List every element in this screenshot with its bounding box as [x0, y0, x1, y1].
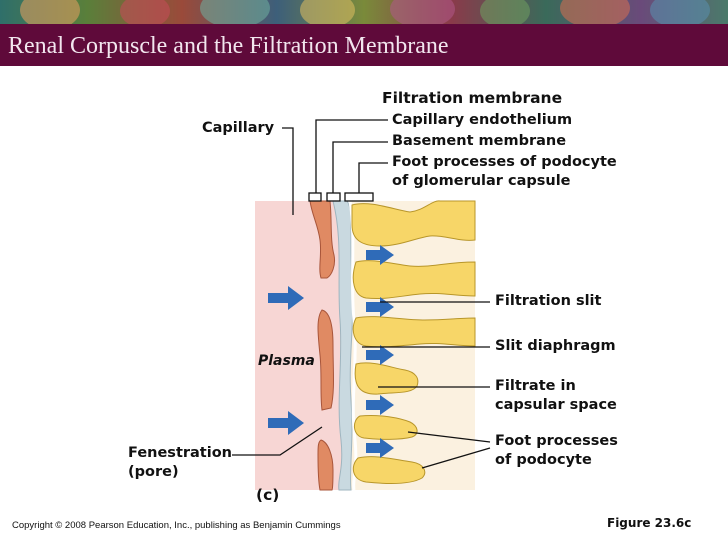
endothelium-segment-1: [309, 200, 335, 279]
fenestration-label-1: Fenestration: [128, 445, 232, 461]
arrow-plasma-2: [268, 411, 304, 435]
leader-basement: [332, 141, 388, 193]
filtrate-label-2: capsular space: [495, 397, 617, 413]
foot-processes-podocyte-label-2: of podocyte: [495, 452, 592, 468]
arrow-capsule-1: [366, 245, 394, 265]
filtration-membrane-label: Filtration membrane: [382, 89, 563, 107]
filtrate-label-1: Filtrate in: [495, 378, 576, 394]
copyright-notice: Copyright © 2008 Pearson Education, Inc.…: [12, 520, 341, 531]
panel-label: (c): [256, 486, 280, 504]
leader-foot-2: [421, 447, 491, 469]
capillary-label: Capillary: [202, 120, 275, 136]
leader-foot-1: [407, 431, 491, 443]
podocyte-foot-2: [352, 260, 476, 299]
basement-bracket: [326, 192, 341, 202]
podocyte-foot-4: [354, 362, 419, 395]
leader-fenestration: [232, 426, 323, 456]
leader-endothelium: [315, 119, 388, 193]
figure-number: Figure 23.6c: [607, 516, 692, 530]
arrow-capsule-5: [366, 438, 394, 458]
fenestration-label-2: (pore): [128, 464, 179, 480]
podocyte-bracket: [344, 192, 374, 202]
podocyte-foot-1: [351, 200, 476, 247]
foot-processes-podocyte-label-1: Foot processes: [495, 433, 618, 449]
leader-podocyte: [358, 162, 388, 193]
capillary-endothelium-label: Capillary endothelium: [392, 112, 573, 128]
podocyte-foot-6: [352, 456, 426, 484]
plasma-label: Plasma: [258, 353, 315, 369]
arrow-capsule-3: [366, 345, 394, 365]
foot-processes-capsule-label-2: of glomerular capsule: [392, 173, 571, 189]
arrow-plasma-1: [268, 286, 304, 310]
endothelium-segment-2: [317, 309, 334, 411]
leader-capillary: [282, 127, 294, 215]
endothelium-bracket: [308, 192, 322, 202]
podocyte-foot-5: [354, 415, 418, 440]
slide-title: Renal Corpuscle and the Filtration Membr…: [8, 33, 449, 59]
header-decorative-banner: [0, 0, 728, 24]
endothelium-segment-3: [317, 439, 334, 491]
filtration-slit-label: Filtration slit: [495, 293, 602, 309]
slit-diaphragm-label: Slit diaphragm: [495, 338, 616, 354]
podocyte-foot-3: [352, 316, 476, 348]
basement-membrane-label: Basement membrane: [392, 133, 567, 149]
arrow-capsule-4: [366, 395, 394, 415]
title-bar: [0, 24, 728, 66]
foot-processes-capsule-label-1: Foot processes of podocyte: [392, 154, 617, 170]
